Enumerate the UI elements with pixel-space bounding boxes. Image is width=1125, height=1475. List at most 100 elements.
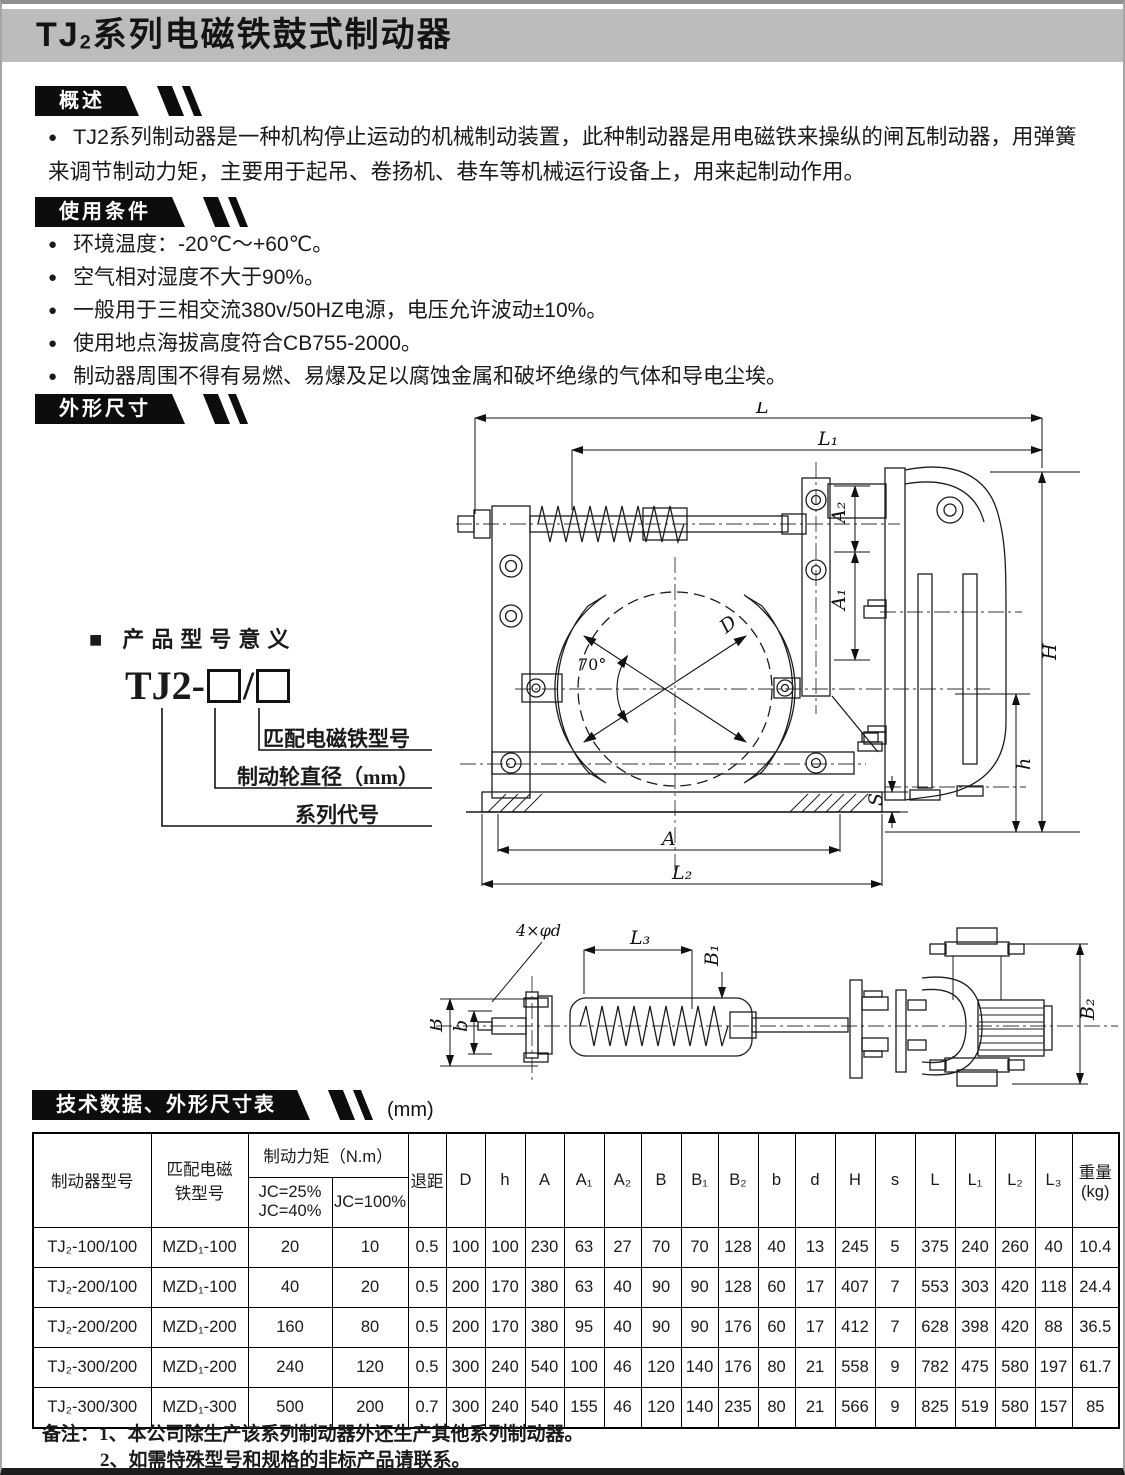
label-wheel-diameter: 制动轮直径（mm） xyxy=(237,765,419,789)
condition-text: 环境温度：-20℃～+60℃。 xyxy=(73,233,334,256)
front-view-drawing: L L₁ A₂ A₁ H h S A L₂ D 70° xyxy=(456,402,1080,888)
dim-B2: B₂ xyxy=(1077,998,1099,1021)
table-cell: 36.5 xyxy=(1071,1306,1120,1348)
overview-section-header: 概述 xyxy=(35,86,203,116)
table-cell: 40 xyxy=(1034,1226,1073,1268)
table-cell: 128 xyxy=(717,1226,759,1268)
table-cell: 240 xyxy=(954,1226,996,1268)
col-dim: b xyxy=(757,1132,796,1228)
col-dim: A₁ xyxy=(563,1132,605,1228)
col-dim: A xyxy=(524,1132,565,1228)
decor-stripe xyxy=(327,1090,356,1120)
overview-badge: 概述 xyxy=(35,86,139,116)
table-cell: 240 xyxy=(484,1346,526,1388)
table-cell: 17 xyxy=(794,1306,836,1348)
table-cell: 412 xyxy=(834,1306,876,1348)
table-cell: 10.4 xyxy=(1071,1226,1120,1268)
bullet-icon: ● xyxy=(48,236,58,254)
table-cell: 63 xyxy=(563,1226,605,1268)
overview-paragraph: ●TJ2系列制动器是一种机构停止运动的机械制动装置，此种制动器是用电磁铁来操纵的… xyxy=(48,120,1096,190)
table-cell: 0.5 xyxy=(407,1346,447,1388)
dim-angle: 70° xyxy=(578,655,606,674)
col-dim: B₂ xyxy=(717,1132,759,1228)
table-cell: 200 xyxy=(445,1266,486,1308)
table-cell: 380 xyxy=(524,1306,565,1348)
table-cell: 100 xyxy=(563,1346,605,1388)
table-cell: 120 xyxy=(640,1346,682,1388)
col-dim: A₂ xyxy=(603,1132,642,1228)
table-cell: 540 xyxy=(524,1346,565,1388)
table-header: 制动器型号 匹配电磁 铁型号 制动力矩（N.m） 退距 D h A A₁ A₂ … xyxy=(32,1132,1120,1228)
table-cell: 540 xyxy=(524,1386,565,1428)
table-cell: 95 xyxy=(563,1306,605,1348)
table-cell: 176 xyxy=(717,1346,759,1388)
table-cell: 90 xyxy=(680,1266,719,1308)
table-cell: TJ₂-300/300 xyxy=(32,1386,152,1428)
label-series-code: 系列代号 xyxy=(295,803,379,827)
table-cell: 300 xyxy=(445,1346,486,1388)
table-cell: 40 xyxy=(757,1226,796,1268)
table-cell: 260 xyxy=(994,1226,1036,1268)
page-title: TJ2系列电磁铁鼓式制动器 xyxy=(2,9,1123,62)
dim-L1: L₁ xyxy=(817,428,838,450)
model-meaning-block: ■ 产品型号意义 TJ2-/ 匹配电磁铁型号 制动轮直径（mm） 系列代号 xyxy=(87,616,517,851)
table-cell: 88 xyxy=(1034,1306,1073,1348)
dim-S: S xyxy=(865,793,887,806)
table-cell: 240 xyxy=(247,1346,333,1388)
col-dim: B xyxy=(640,1132,682,1228)
conditions-badge: 使用条件 xyxy=(35,197,185,227)
table-cell: 128 xyxy=(717,1266,759,1308)
col-jc-b: JC=100% xyxy=(331,1176,409,1228)
dim-B: B xyxy=(430,1018,447,1033)
model-code-slash: / xyxy=(243,663,255,708)
table-cell: 0.5 xyxy=(407,1226,447,1268)
table-cell: 80 xyxy=(757,1346,796,1388)
table-section-header: 技术数据、外形尺寸表 (mm) xyxy=(32,1090,434,1121)
table-cell: 155 xyxy=(563,1386,605,1428)
bullet-icon: ● xyxy=(48,335,58,353)
table-cell: 21 xyxy=(794,1386,836,1428)
table-cell: 628 xyxy=(914,1306,956,1348)
dim-A: A xyxy=(660,828,676,850)
table-cell: 407 xyxy=(834,1266,876,1308)
table-cell: 40 xyxy=(603,1306,642,1348)
table-cell: 170 xyxy=(484,1306,526,1348)
table-cell: 200 xyxy=(445,1306,486,1348)
table-cell: MZD₁-100 xyxy=(150,1226,249,1268)
condition-item: ●制动器周围不得有易燃、易爆及足以腐蚀金属和破坏绝缘的气体和导电尘埃。 xyxy=(48,360,787,390)
table-cell: TJ₂-100/100 xyxy=(32,1226,152,1268)
col-dim: d xyxy=(794,1132,836,1228)
condition-item: ●一般用于三相交流380v/50HZ电源，电压允许波动±10%。 xyxy=(48,294,607,324)
table-cell: TJ₂-200/100 xyxy=(32,1266,152,1308)
table-cell: 63 xyxy=(563,1266,605,1308)
dim-holes: 4×φd xyxy=(515,921,561,940)
bullet-icon: ● xyxy=(48,269,58,287)
model-leader-lines xyxy=(161,708,432,827)
table-cell: 80 xyxy=(757,1386,796,1428)
table-cell: 558 xyxy=(834,1346,876,1388)
table-cell: 17 xyxy=(794,1266,836,1308)
title-subscript: 2 xyxy=(79,31,93,54)
table-cell: 27 xyxy=(603,1226,642,1268)
table-cell: 40 xyxy=(603,1266,642,1308)
table-cell: 20 xyxy=(331,1266,409,1308)
table-cell: 303 xyxy=(954,1266,996,1308)
table-cell: 170 xyxy=(484,1266,526,1308)
table-cell: 240 xyxy=(484,1386,526,1428)
condition-text: 空气相对湿度不大于90%。 xyxy=(73,266,326,289)
bullet-icon: ● xyxy=(48,129,58,147)
table-cell: MZD₁-100 xyxy=(150,1266,249,1308)
table-cell: 21 xyxy=(794,1346,836,1388)
table-cell: 9 xyxy=(874,1386,916,1428)
table-cell: 200 xyxy=(331,1386,409,1428)
table-cell: 10 xyxy=(331,1226,409,1268)
decor-stripe xyxy=(181,86,203,116)
table-cell: 118 xyxy=(1034,1266,1073,1308)
col-model: 制动器型号 xyxy=(32,1132,152,1228)
table-cell: 61.7 xyxy=(1071,1346,1120,1388)
dim-L: L xyxy=(755,402,769,418)
